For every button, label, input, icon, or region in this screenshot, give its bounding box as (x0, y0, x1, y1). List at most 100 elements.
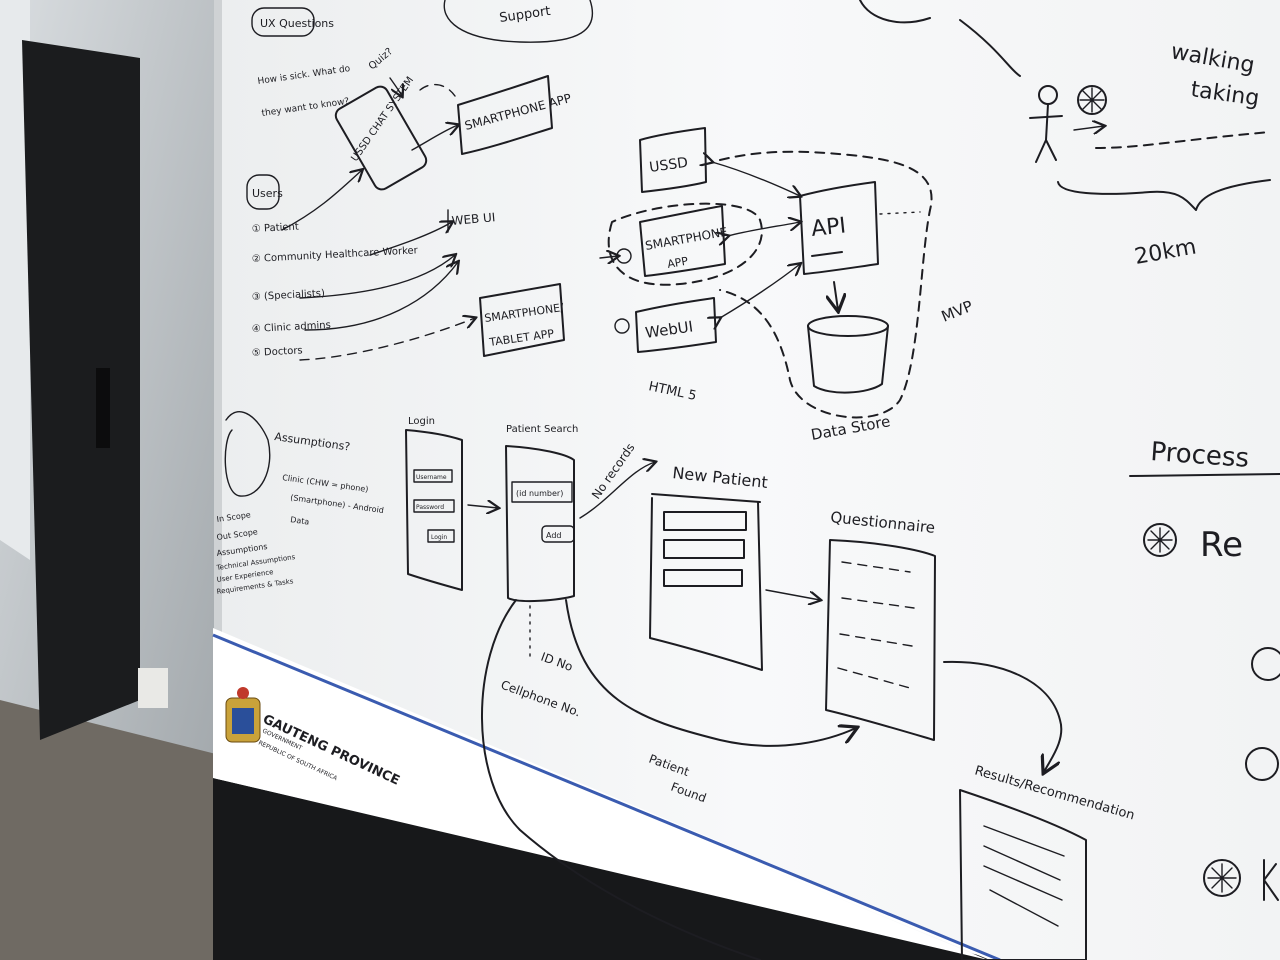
dark-pillar (22, 40, 140, 740)
login-password-field (413, 499, 455, 513)
support-label: Support (498, 4, 551, 26)
wheel-spokes-icon (1079, 87, 1105, 113)
datastore-body (807, 325, 889, 394)
arrow-doctor-tablet (299, 318, 475, 361)
assumption-sketch (224, 411, 271, 497)
smartphone-app-top-box (457, 75, 553, 155)
login-username-label: Username (416, 474, 447, 481)
gauteng-logo (225, 687, 261, 743)
board-blue-trim (212, 633, 1001, 960)
login-title: Login (408, 416, 435, 427)
assumption-3: Data (290, 515, 310, 527)
login-screen (405, 429, 463, 591)
stick-figure-body (1029, 103, 1063, 163)
arrow-login-search (467, 505, 498, 508)
login-button-label: Login (431, 534, 447, 541)
arrow-into-app (599, 256, 618, 258)
process-item-1: Re (1200, 525, 1243, 565)
ux-questions-box (251, 7, 315, 37)
api-dotted-out (879, 211, 921, 215)
add-label: Add (546, 531, 562, 540)
arrow-ussd-app (411, 125, 458, 151)
new-patient-field-3 (663, 569, 743, 587)
wheel-icon (1077, 85, 1107, 115)
new-patient-field-1 (663, 511, 747, 531)
q-line-3 (839, 633, 913, 647)
user-item-3: ③ (Specialists) (252, 288, 326, 303)
ussd-chat-box (334, 85, 428, 191)
arrow-search-newpatient (579, 462, 655, 519)
patient-search-title: Patient Search (506, 424, 578, 435)
q-line-2 (841, 597, 915, 609)
arrow-specialist-webui (299, 255, 455, 299)
results-line-2 (983, 845, 1061, 881)
distance-brace (1057, 179, 1271, 211)
tablet-app-box (479, 283, 565, 357)
ussd-label: USSD (648, 155, 689, 176)
new-patient-field-2 (663, 539, 745, 559)
login-username-field (413, 469, 453, 483)
users-title: Users (252, 187, 283, 200)
web-ui-small-label: WEB UI (451, 210, 496, 228)
process-bullet-3-icon (1245, 747, 1279, 781)
left-wall (0, 0, 30, 560)
add-button-sketch (541, 525, 575, 543)
outer-loop-line (481, 599, 761, 960)
process-bullet-4-spokes-icon (1207, 863, 1237, 893)
arrow-clinic-webui (304, 262, 458, 331)
smartphone-app-label: APP (666, 254, 689, 270)
process-bullet-4-icon (1203, 859, 1241, 897)
support-bubble (443, 0, 594, 43)
process-bullet-1-spokes-icon (1147, 527, 1173, 553)
id-number-label: (id number) (516, 489, 563, 498)
pillar-slot (96, 368, 110, 448)
distance-dashes (1095, 131, 1271, 149)
process-title: Process (1150, 437, 1250, 474)
arrow-newpatient-questionnaire (765, 589, 820, 600)
webui-user-icon (614, 318, 630, 334)
process-item-4-letter (1263, 859, 1279, 901)
process-underline (1129, 473, 1280, 477)
board-edge (214, 0, 222, 640)
dash-ussd-app (419, 83, 456, 97)
user-item-4: ④ Clinic admins (252, 320, 331, 335)
id-number-field (511, 481, 573, 503)
mvp-inner-boundary (607, 202, 763, 286)
ux-questions-title: UX Questions (260, 17, 334, 30)
mvp-outer-boundary (719, 150, 933, 419)
login-password-label: Password (416, 504, 444, 511)
user-item-5: ⑤ Doctors (252, 345, 303, 359)
arrow-api-datastore (834, 281, 838, 310)
patient-search-screen (505, 445, 575, 603)
api-label: API (810, 213, 847, 242)
process-bullet-1-icon (1143, 523, 1177, 557)
q-line-1 (841, 561, 911, 573)
arrow-found-questionnaire (565, 599, 856, 747)
new-patient-screen (649, 497, 763, 671)
results-line-4 (989, 889, 1059, 927)
logo-panel (213, 640, 988, 960)
wheel-arrow (1073, 126, 1104, 130)
top-right-line (959, 19, 1021, 77)
arrow-app-api (728, 222, 800, 236)
process-bullet-2-icon (1251, 647, 1280, 681)
arrow-ussd-api (712, 162, 800, 196)
users-box (246, 174, 280, 210)
floor (0, 700, 240, 960)
arrow-chw-webui (369, 222, 452, 256)
arrow-patient-ussd (281, 170, 362, 231)
arrow-quiz (389, 77, 402, 96)
top-right-curve (859, 0, 931, 24)
api-underline (811, 251, 843, 257)
api-box (799, 181, 879, 275)
board-bottom-strip (213, 628, 1000, 960)
questionnaire-screen (825, 539, 936, 741)
arrow-webui-api (720, 264, 800, 318)
login-button-sketch (427, 529, 455, 543)
results-line-3 (983, 865, 1063, 901)
results-screen (959, 789, 1087, 960)
webui-box (635, 297, 717, 353)
arrow-questionnaire-results (943, 660, 1063, 772)
